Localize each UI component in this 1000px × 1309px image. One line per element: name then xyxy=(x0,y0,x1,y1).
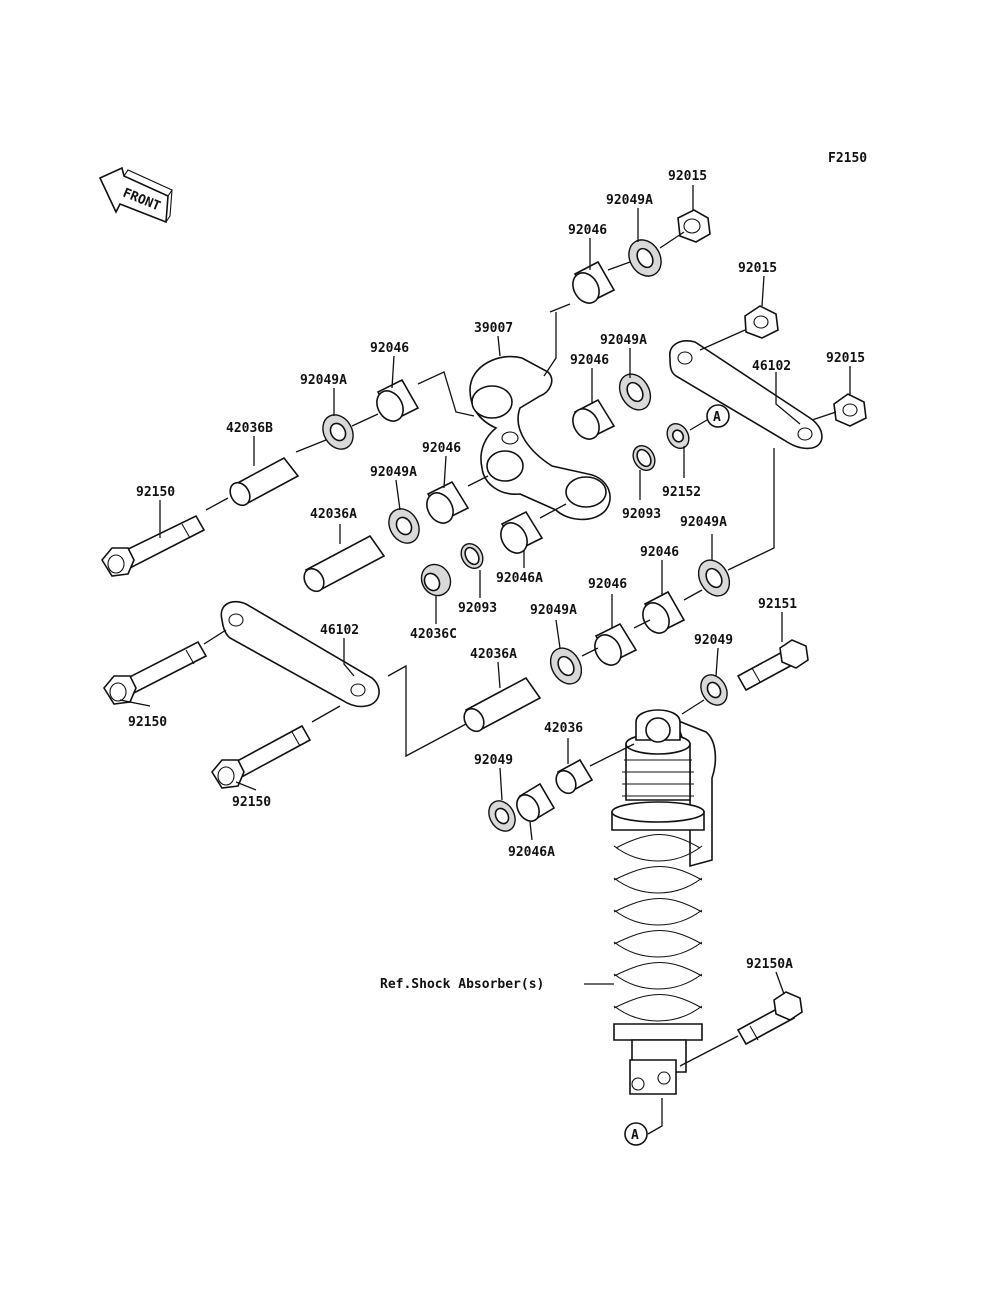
label-92049-left: 92049 xyxy=(474,753,513,768)
label-46102-right: 46102 xyxy=(752,359,791,374)
seal-92049A-top xyxy=(628,239,662,277)
bearing-92046-left xyxy=(376,378,420,422)
label-92150A: 92150A xyxy=(746,957,793,972)
label-42036: 42036 xyxy=(544,721,583,736)
seal-92049-right xyxy=(700,674,728,706)
callout-a-lower-text: A xyxy=(631,1128,639,1143)
bushing-42036 xyxy=(555,758,594,795)
label-92046-mid-low: 92046 xyxy=(588,577,627,592)
collar-42036A-upper xyxy=(303,534,386,593)
bolt-92150A xyxy=(736,991,803,1046)
nut-92015-top xyxy=(677,209,711,243)
tie-rod-46102-left xyxy=(220,600,380,708)
bolt-92150-upper xyxy=(101,514,206,577)
label-92046A-lower: 92046A xyxy=(508,845,555,860)
bolt-92150-mid xyxy=(103,640,208,705)
shock-absorber xyxy=(611,709,717,1095)
label-92150-lower: 92150 xyxy=(232,795,271,810)
label-42036B: 42036B xyxy=(226,421,273,436)
bearing-92046-lower xyxy=(426,480,470,524)
nut-92015-right xyxy=(833,393,867,427)
label-92152: 92152 xyxy=(662,485,701,500)
rocker-arm xyxy=(469,355,611,521)
washer-92152 xyxy=(666,422,690,450)
bearing-92046A-lower xyxy=(516,782,556,822)
label-39007: 39007 xyxy=(474,321,513,336)
label-42036A-upper: 42036A xyxy=(310,507,357,522)
label-92150-upper: 92150 xyxy=(136,485,175,500)
bearing-92046-right-low xyxy=(642,590,686,634)
seal-92049A-lower xyxy=(388,508,420,544)
seal-92049A-right xyxy=(697,559,731,597)
bolt-92150-lower xyxy=(211,724,312,789)
label-92015-right: 92015 xyxy=(826,351,865,366)
bearing-92046-mid-low xyxy=(594,622,638,666)
seal-92049A-left xyxy=(322,414,354,450)
circlip-92093-right xyxy=(632,444,656,472)
label-92015-mid: 92015 xyxy=(738,261,777,276)
seal-92049A-center xyxy=(618,373,652,411)
label-92046-left: 92046 xyxy=(370,341,409,356)
label-92049A-mid-low: 92049A xyxy=(530,603,577,618)
callout-a-lower xyxy=(624,1122,648,1146)
callout-a-upper-text: A xyxy=(713,410,721,425)
label-92049-right: 92049 xyxy=(694,633,733,648)
collar-42036A-lower xyxy=(463,676,542,733)
label-92049A-left: 92049A xyxy=(300,373,347,388)
label-92046A-upper: 92046A xyxy=(496,571,543,586)
label-92049A-center: 92049A xyxy=(600,333,647,348)
tie-rod-46102-right xyxy=(669,340,823,450)
label-42036A-lower: 42036A xyxy=(470,647,517,662)
label-92093-right: 92093 xyxy=(622,507,661,522)
label-92150-mid: 92150 xyxy=(128,715,167,730)
label-92049A-top: 92049A xyxy=(606,193,653,208)
label-92046-right-low: 92046 xyxy=(640,545,679,560)
label-92151: 92151 xyxy=(758,597,797,612)
seal-92049A-mid-low xyxy=(549,647,583,685)
label-92049A-right: 92049A xyxy=(680,515,727,530)
label-92046-lower: 92046 xyxy=(422,441,461,456)
label-46102-left: 46102 xyxy=(320,623,359,638)
callout-a-upper xyxy=(706,404,730,428)
label-92093-left: 92093 xyxy=(458,601,497,616)
nut-92015-mid xyxy=(744,305,779,339)
bearing-92046-top xyxy=(572,260,616,304)
label-92049A-lower: 92049A xyxy=(370,465,417,480)
circlip-92093-left xyxy=(460,542,484,570)
label-92015-top: 92015 xyxy=(668,169,707,184)
bolt-92151 xyxy=(736,639,809,692)
collar-42036C xyxy=(420,563,452,597)
seal-92049-left xyxy=(488,800,516,832)
collar-42036B xyxy=(229,456,300,507)
label-92046-top: 92046 xyxy=(568,223,607,238)
reference-note: Ref.Shock Absorber(s) xyxy=(380,977,544,992)
front-direction-arrow: FRONT xyxy=(98,166,173,224)
label-92046-center: 92046 xyxy=(570,353,609,368)
bearing-92046A-upper xyxy=(500,510,544,554)
label-42036C: 42036C xyxy=(410,627,457,642)
figure-code: F2150 xyxy=(828,151,867,166)
bearing-92046-center xyxy=(572,398,616,440)
